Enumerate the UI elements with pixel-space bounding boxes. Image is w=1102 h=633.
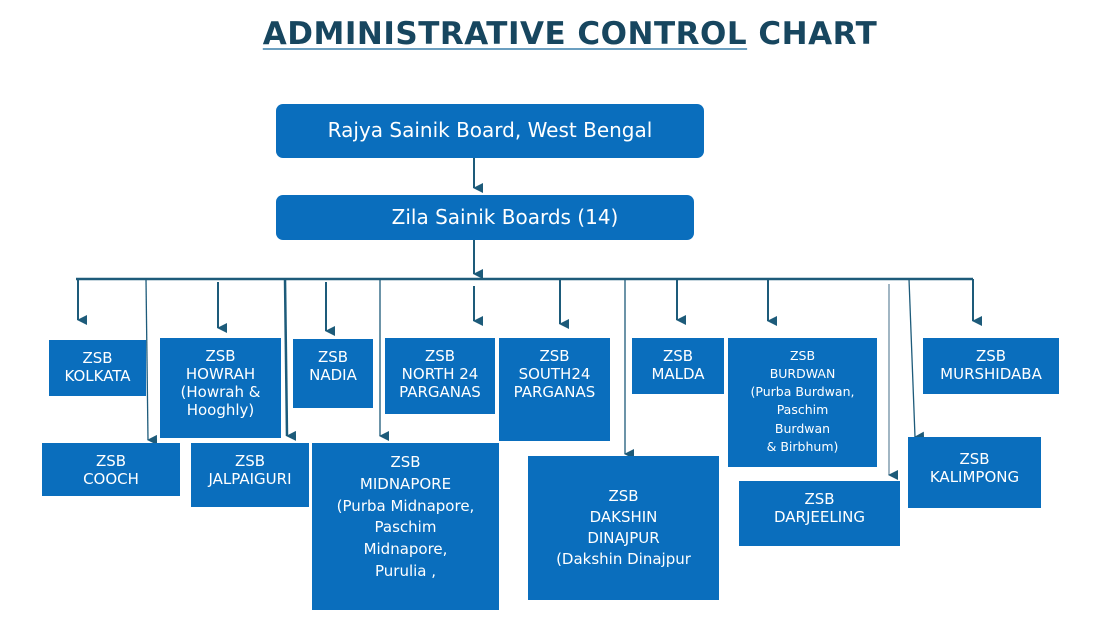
title-rest: CHART	[747, 16, 878, 52]
zsb-nadia-box: ZSB NADIA	[293, 339, 373, 408]
rajya-sainik-board-box: Rajya Sainik Board, West Bengal	[276, 104, 704, 158]
zsb-north-24-parganas-box: ZSB NORTH 24 PARGANAS	[385, 338, 495, 414]
zsb-malda-box: ZSB MALDA	[632, 338, 724, 394]
zsb-dakshin-dinajpur-box: ZSB DAKSHIN DINAJPUR (Dakshin Dinajpur	[528, 456, 719, 600]
zsb-midnapore-box: ZSB MIDNAPORE (Purba Midnapore, Paschim …	[312, 443, 499, 610]
zsb-kolkata-box: ZSB KOLKATA	[49, 340, 146, 396]
zila-sainik-boards-box: Zila Sainik Boards (14)	[276, 195, 694, 240]
page-title: ADMINISTRATIVE CONTROL CHART	[0, 16, 1102, 52]
zsb-kalimpong-box: ZSB KALIMPONG	[908, 437, 1041, 508]
zsb-darjeeling-box: ZSB DARJEELING	[739, 481, 900, 546]
zsb-south-24-parganas-box: ZSB SOUTH24 PARGANAS	[499, 338, 610, 441]
zsb-jalpaiguri-box: ZSB JALPAIGURI	[191, 443, 309, 507]
zsb-cooch-box: ZSB COOCH	[42, 443, 180, 496]
zsb-howrah-box: ZSB HOWRAH (Howrah & Hooghly)	[160, 338, 281, 438]
title-underlined: ADMINISTRATIVE CONTROL	[262, 16, 748, 52]
zsb-murshidabad-box: ZSB MURSHIDABA	[923, 338, 1059, 394]
zsb-burdwan-box: ZSB BURDWAN (Purba Burdwan, Paschim Burd…	[728, 338, 877, 467]
